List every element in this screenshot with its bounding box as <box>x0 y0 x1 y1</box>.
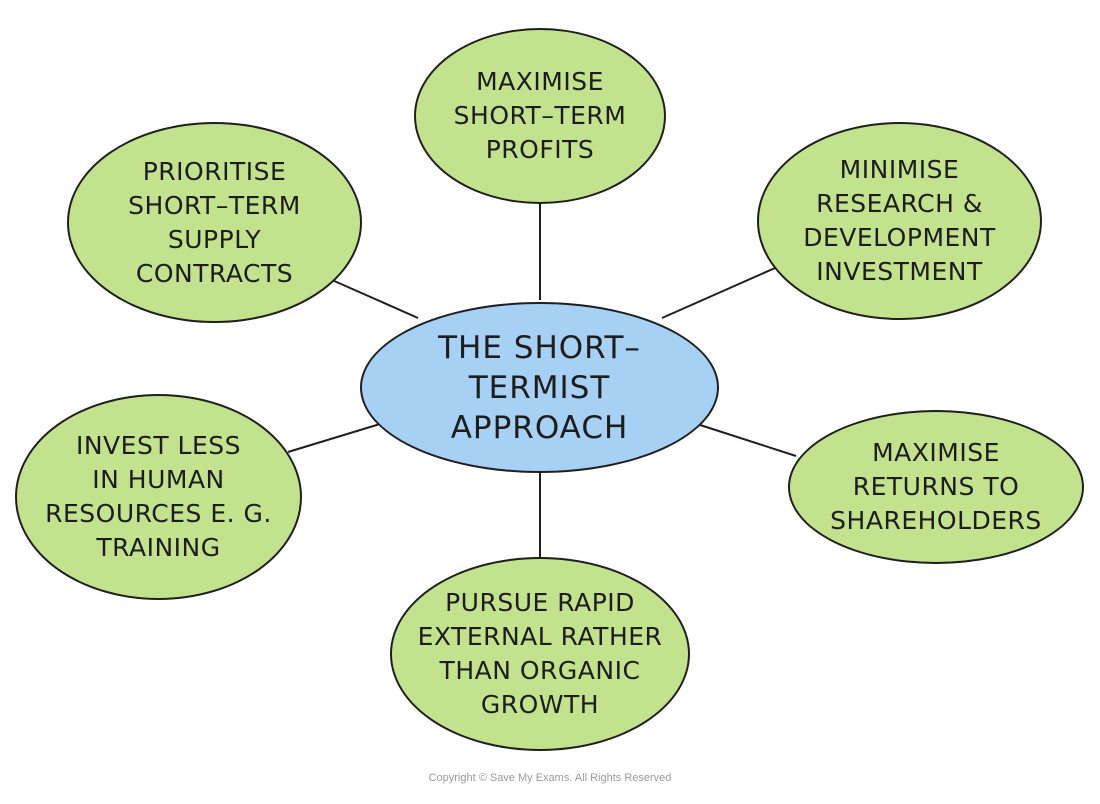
node-label: INVEST LESS IN HUMAN RESOURCES E. G. TRA… <box>45 431 272 562</box>
node-label: MAXIMISE RETURNS TO SHAREHOLDERS <box>830 438 1042 535</box>
central-node-label: THE SHORT– TERMIST APPROACH <box>438 329 641 446</box>
node-label: MINIMISE RESEARCH & DEVELOPMENT INVESTME… <box>803 155 996 286</box>
node-label: PRIORITISE SHORT–TERM SUPPLY CONTRACTS <box>128 156 301 288</box>
connector-top-right <box>661 267 776 319</box>
node-minimise-rd: MINIMISE RESEARCH & DEVELOPMENT INVESTME… <box>757 122 1042 320</box>
connector-bottom-right <box>696 423 797 457</box>
node-label: MAXIMISE SHORT–TERM PROFITS <box>453 67 627 164</box>
node-maximise-profits: MAXIMISE SHORT–TERM PROFITS <box>414 28 666 204</box>
node-pursue-growth: PURSUE RAPID EXTERNAL RATHER THAN ORGANI… <box>390 557 690 751</box>
central-node: THE SHORT– TERMIST APPROACH <box>360 302 719 473</box>
connector-bottom-left <box>287 423 381 453</box>
node-invest-less-hr: INVEST LESS IN HUMAN RESOURCES E. G. TRA… <box>15 394 302 600</box>
node-prioritise-contracts: PRIORITISE SHORT–TERM SUPPLY CONTRACTS <box>67 122 362 323</box>
node-label: PURSUE RAPID EXTERNAL RATHER THAN ORGANI… <box>417 588 663 719</box>
copyright-footer: Copyright © Save My Exams. All Rights Re… <box>428 772 672 784</box>
connector-top-left <box>331 279 419 319</box>
node-maximise-returns: MAXIMISE RETURNS TO SHAREHOLDERS <box>788 410 1084 564</box>
